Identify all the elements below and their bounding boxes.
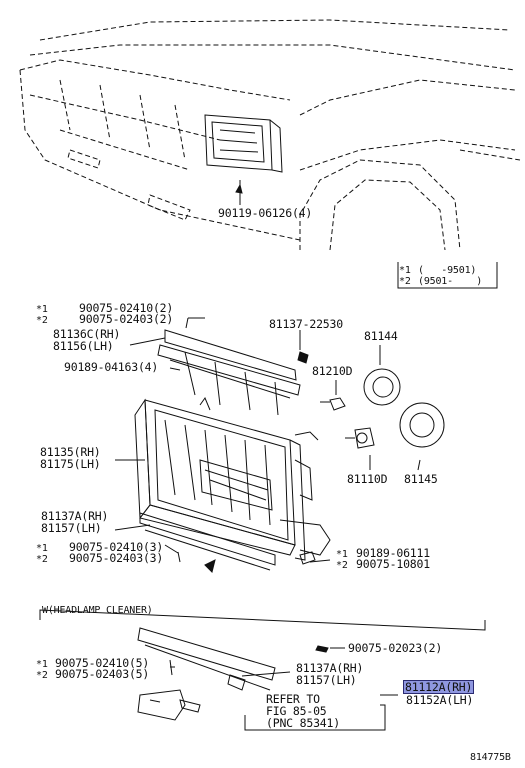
- label-81210d: 81210D: [312, 364, 353, 378]
- bulb-sockets: [297, 351, 445, 449]
- cleaner-retainer: [137, 627, 329, 721]
- label-90189-06111: 90189-06111: [356, 546, 430, 560]
- label-90119-06126: 90119-06126(4): [218, 206, 313, 220]
- vehicle-headlamp: [204, 114, 283, 205]
- vehicle-body-outline: [19, 19, 521, 251]
- label-90189-04163: 90189-04163(4): [64, 360, 159, 374]
- label-81112a-highlighted[interactable]: 81112A(RH): [402, 680, 475, 694]
- label-90075-02410-2: 90075-02410(2): [79, 301, 174, 315]
- refer-line-1: REFER TO: [266, 692, 320, 706]
- headlamp-assembly: [134, 396, 331, 561]
- note-box-bracket: [397, 262, 498, 289]
- upper-retainer: [157, 317, 301, 416]
- mark-2-d: *2: [36, 670, 48, 681]
- headlamp-cleaner-heading: W(HEADLAMP CLEANER): [42, 605, 153, 616]
- note-mark-2: *2: [399, 276, 411, 287]
- label-81144: 81144: [364, 329, 398, 343]
- label-81157-cleaner: 81157(LH): [296, 673, 357, 687]
- mark-1-d: *1: [36, 659, 48, 670]
- label-90075-02410-3: 90075-02410(3): [69, 540, 164, 554]
- label-81145: 81145: [404, 472, 438, 486]
- label-81175: 81175(LH): [40, 457, 101, 471]
- refer-line-3: (PNC 85341): [266, 716, 340, 730]
- mark-1-c: *1: [336, 549, 348, 560]
- label-90075-02410-5: 90075-02410(5): [55, 656, 150, 670]
- label-90075-02023: 90075-02023(2): [348, 641, 443, 655]
- label-81135: 81135(RH): [40, 445, 101, 459]
- label-81136c: 81136C(RH): [53, 327, 121, 341]
- figure-id: 814775B: [470, 752, 511, 763]
- note-mark-1: *1: [399, 265, 411, 276]
- refer-line-2: FIG 85-05: [266, 704, 327, 718]
- mark-2-b: *2: [36, 554, 48, 565]
- mark-1-a: *1: [36, 304, 48, 315]
- lower-retainer: [139, 512, 316, 573]
- label-81157: 81157(LH): [41, 521, 102, 535]
- mark-2-a: *2: [36, 315, 48, 326]
- label-90075-02403-3: 90075-02403(3): [69, 551, 164, 565]
- label-81152a: 81152A(LH): [406, 693, 474, 707]
- leader-lines: [39, 317, 486, 731]
- mark-1-b: *1: [36, 543, 48, 554]
- label-81137-22530: 81137-22530: [269, 317, 343, 331]
- label-81110d: 81110D: [347, 472, 388, 486]
- label-90075-10801: 90075-10801: [356, 557, 430, 571]
- note-text-2: (9501- ): [418, 276, 483, 287]
- label-90075-02403-2: 90075-02403(2): [79, 312, 174, 326]
- label-90075-02403-5: 90075-02403(5): [55, 667, 150, 681]
- label-81137a: 81137A(RH): [41, 509, 109, 523]
- note-text-1: ( -9501): [418, 265, 477, 276]
- label-81156: 81156(LH): [53, 339, 114, 353]
- label-81137a-cleaner: 81137A(RH): [296, 661, 364, 675]
- mark-2-c: *2: [336, 560, 348, 571]
